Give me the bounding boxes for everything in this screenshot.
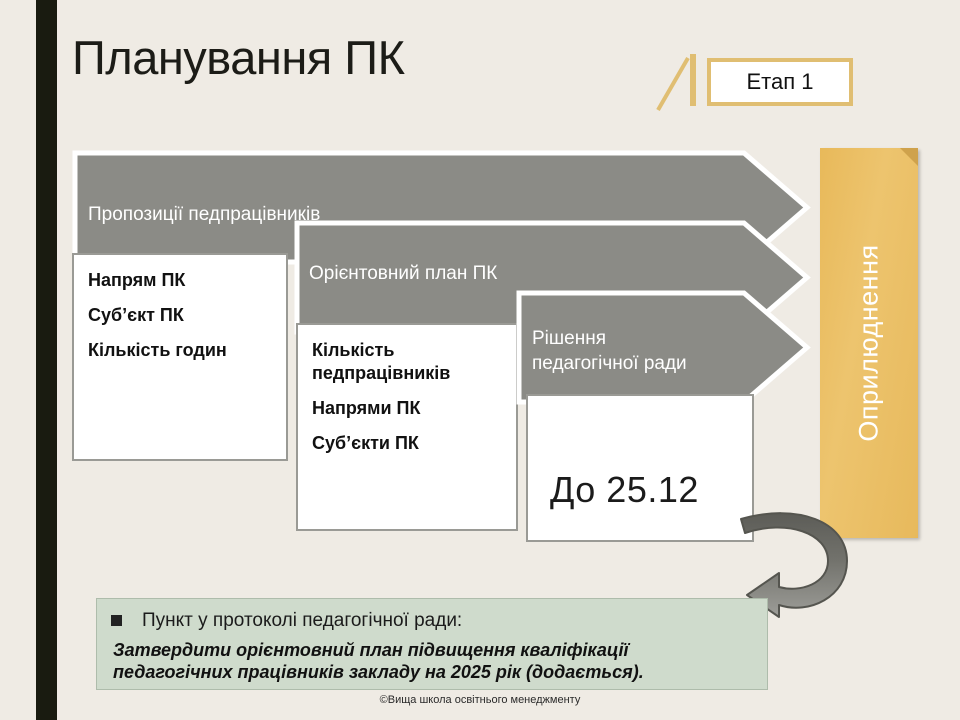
protocol-note-box: Пункт у протоколі педагогічної ради: Зат… bbox=[96, 598, 768, 690]
stage-decoration-diagonal bbox=[656, 57, 690, 111]
stage-decoration-bar bbox=[690, 54, 696, 106]
publication-banner: Оприлюднення bbox=[820, 148, 918, 538]
page-title: Планування ПК bbox=[72, 31, 405, 84]
list-item: Кількість годин bbox=[88, 340, 227, 360]
card-step-3: До 25.12 bbox=[526, 394, 754, 542]
left-accent-bar bbox=[36, 0, 57, 720]
stage-badge[interactable]: Етап 1 bbox=[707, 58, 853, 106]
list-item: Напрям ПК bbox=[88, 270, 186, 290]
deadline-value: До 25.12 bbox=[550, 469, 699, 510]
list-item: Суб’єкти ПК bbox=[312, 433, 419, 453]
chevron-step-3-label: Рішення педагогічної ради bbox=[532, 328, 687, 374]
footer-copyright: ©Вища школа освітнього менеджменту bbox=[379, 694, 581, 706]
protocol-note-heading: Пункт у протоколі педагогічної ради: bbox=[142, 610, 463, 631]
curved-arrow-icon bbox=[740, 512, 848, 618]
protocol-note-body: Затвердити орієнтовний план підвищення к… bbox=[113, 640, 644, 682]
card-step-1: Напрям ПК Суб’єкт ПК Кількість годин bbox=[72, 253, 288, 461]
card-step-2-list: Кількість педпрацівників Напрями ПК Суб’… bbox=[298, 325, 516, 455]
chevron-step-1-label: Пропозиції педпрацівників bbox=[88, 204, 321, 225]
list-item: Напрями ПК bbox=[312, 398, 421, 418]
card-step-1-list: Напрям ПК Суб’єкт ПК Кількість годин bbox=[74, 255, 286, 362]
publication-banner-label: Оприлюднення bbox=[853, 244, 884, 442]
list-item: Кількість педпрацівників bbox=[312, 340, 451, 383]
chevron-step-3 bbox=[516, 290, 812, 405]
card-step-2: Кількість педпрацівників Напрями ПК Суб’… bbox=[296, 323, 518, 531]
bullet-square-icon bbox=[111, 615, 122, 626]
chevron-step-2-label: Орієнтовний план ПК bbox=[309, 263, 498, 284]
stage-badge-label: Етап 1 bbox=[746, 69, 814, 94]
banner-fold-corner bbox=[900, 148, 918, 166]
list-item: Суб’єкт ПК bbox=[88, 305, 184, 325]
protocol-note-heading-row: Пункт у протоколі педагогічної ради: bbox=[111, 609, 753, 633]
